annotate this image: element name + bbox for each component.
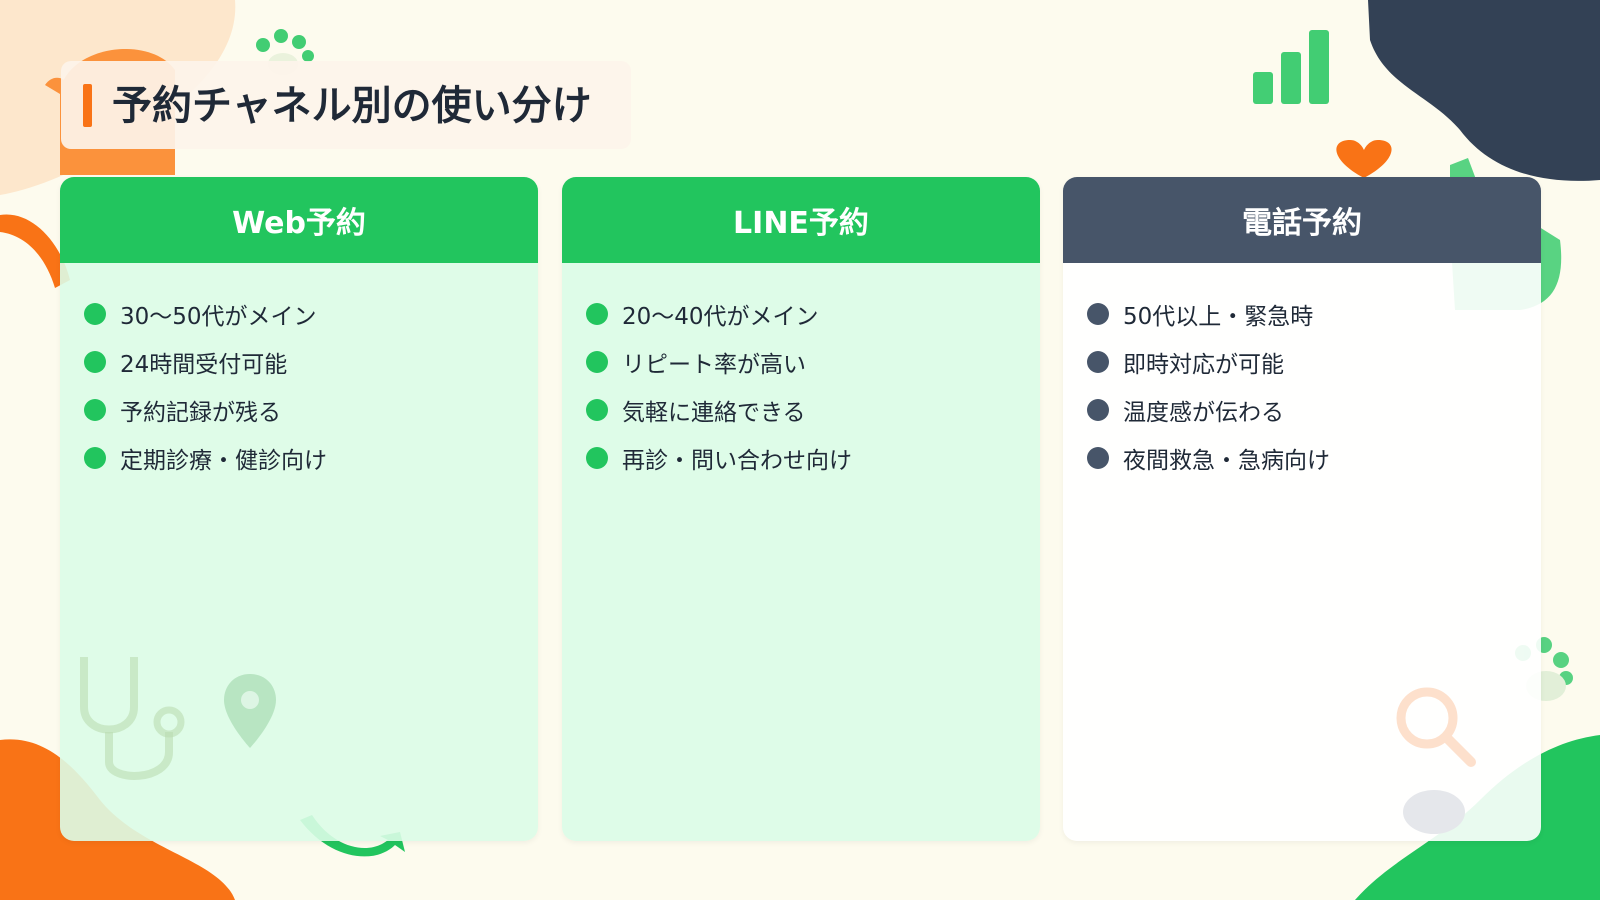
bullet-dot-icon — [84, 351, 106, 373]
list-item: 20〜40代がメイン — [586, 290, 1040, 338]
list-item-text: 50代以上・緊急時 — [1123, 304, 1314, 330]
list-item: 定期診療・健診向け — [84, 434, 538, 482]
list-item: 24時間受付可能 — [84, 338, 538, 386]
bullet-dot-icon — [84, 399, 106, 421]
list-item-text: 気軽に連絡できる — [622, 400, 806, 426]
list-item: 30〜50代がメイン — [84, 290, 538, 338]
stethoscope-icon — [80, 657, 185, 780]
list-item-text: 再診・問い合わせ向け — [622, 448, 852, 474]
list-item-text: 即時対応が可能 — [1123, 352, 1284, 378]
list-item-text: 20〜40代がメイン — [622, 304, 819, 330]
bullet-dot-icon — [586, 351, 608, 373]
bullet-dot-icon — [84, 447, 106, 469]
page-title: 予約チャネル別の使い分け — [112, 83, 592, 129]
card-list-phone: 50代以上・緊急時 即時対応が可能 温度感が伝わる 夜間救急・急病向け — [1063, 263, 1541, 482]
list-item: 再診・問い合わせ向け — [586, 434, 1040, 482]
bullet-dot-icon — [1087, 303, 1109, 325]
card-phone-booking: 電話予約 50代以上・緊急時 即時対応が可能 温度感が伝わる 夜間救急・急病向け — [1063, 177, 1541, 841]
list-item: 夜間救急・急病向け — [1087, 434, 1541, 482]
list-item-text: 定期診療・健診向け — [120, 448, 327, 474]
orange-wave — [0, 214, 70, 288]
title-accent-bar — [83, 84, 92, 127]
gray-stone-decoration — [1403, 790, 1465, 834]
list-item-text: 24時間受付可能 — [120, 352, 288, 378]
bullet-dot-icon — [84, 303, 106, 325]
card-list-web: 30〜50代がメイン 24時間受付可能 予約記録が残る 定期診療・健診向け — [60, 263, 538, 482]
list-item: 50代以上・緊急時 — [1087, 290, 1541, 338]
magnifier-icon — [1396, 687, 1476, 767]
heart-icon — [1336, 140, 1392, 178]
list-item: 予約記録が残る — [84, 386, 538, 434]
navy-blob — [1368, 0, 1600, 181]
card-web-booking: Web予約 30〜50代がメイン 24時間受付可能 予約記録が残る 定期診療・健… — [60, 177, 538, 841]
title-box — [61, 61, 631, 149]
bullet-dot-icon — [1087, 399, 1109, 421]
list-item-text: 30〜50代がメイン — [120, 304, 317, 330]
bullet-dot-icon — [586, 303, 608, 325]
card-header-line: LINE予約 — [562, 177, 1040, 263]
list-item-text: リピート率が高い — [622, 352, 806, 378]
bar-chart-icon — [1253, 30, 1329, 104]
list-item-text: 予約記録が残る — [120, 400, 281, 426]
card-header-phone: 電話予約 — [1063, 177, 1541, 263]
map-pin-icon — [224, 674, 276, 748]
card-list-line: 20〜40代がメイン リピート率が高い 気軽に連絡できる 再診・問い合わせ向け — [562, 263, 1040, 482]
bullet-dot-icon — [586, 399, 608, 421]
list-item: 気軽に連絡できる — [586, 386, 1040, 434]
list-item-text: 夜間救急・急病向け — [1123, 448, 1330, 474]
list-item: 即時対応が可能 — [1087, 338, 1541, 386]
list-item: 温度感が伝わる — [1087, 386, 1541, 434]
list-item: リピート率が高い — [586, 338, 1040, 386]
arrow-icon — [300, 815, 405, 857]
bullet-dot-icon — [1087, 351, 1109, 373]
list-item-text: 温度感が伝わる — [1123, 400, 1284, 426]
card-header-web: Web予約 — [60, 177, 538, 263]
bullet-dot-icon — [586, 447, 608, 469]
bullet-dot-icon — [1087, 447, 1109, 469]
card-line-booking: LINE予約 20〜40代がメイン リピート率が高い 気軽に連絡できる 再診・問… — [562, 177, 1040, 841]
